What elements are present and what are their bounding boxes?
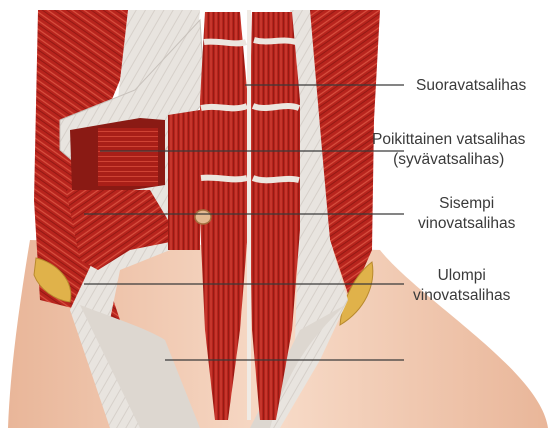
- label-rectus-abdominis: Suoravatsalihas: [416, 76, 526, 96]
- label-internal-oblique: Sisempi vinovatsalihas: [418, 194, 515, 234]
- label-external-oblique: Ulompi vinovatsalihas: [413, 266, 510, 306]
- navel: [195, 210, 211, 224]
- label-transversus-abdominis: Poikittainen vatsalihas (syvävatsalihas): [372, 130, 525, 170]
- rectus-sheath-left: [168, 110, 200, 250]
- transversus-muscle: [98, 128, 158, 186]
